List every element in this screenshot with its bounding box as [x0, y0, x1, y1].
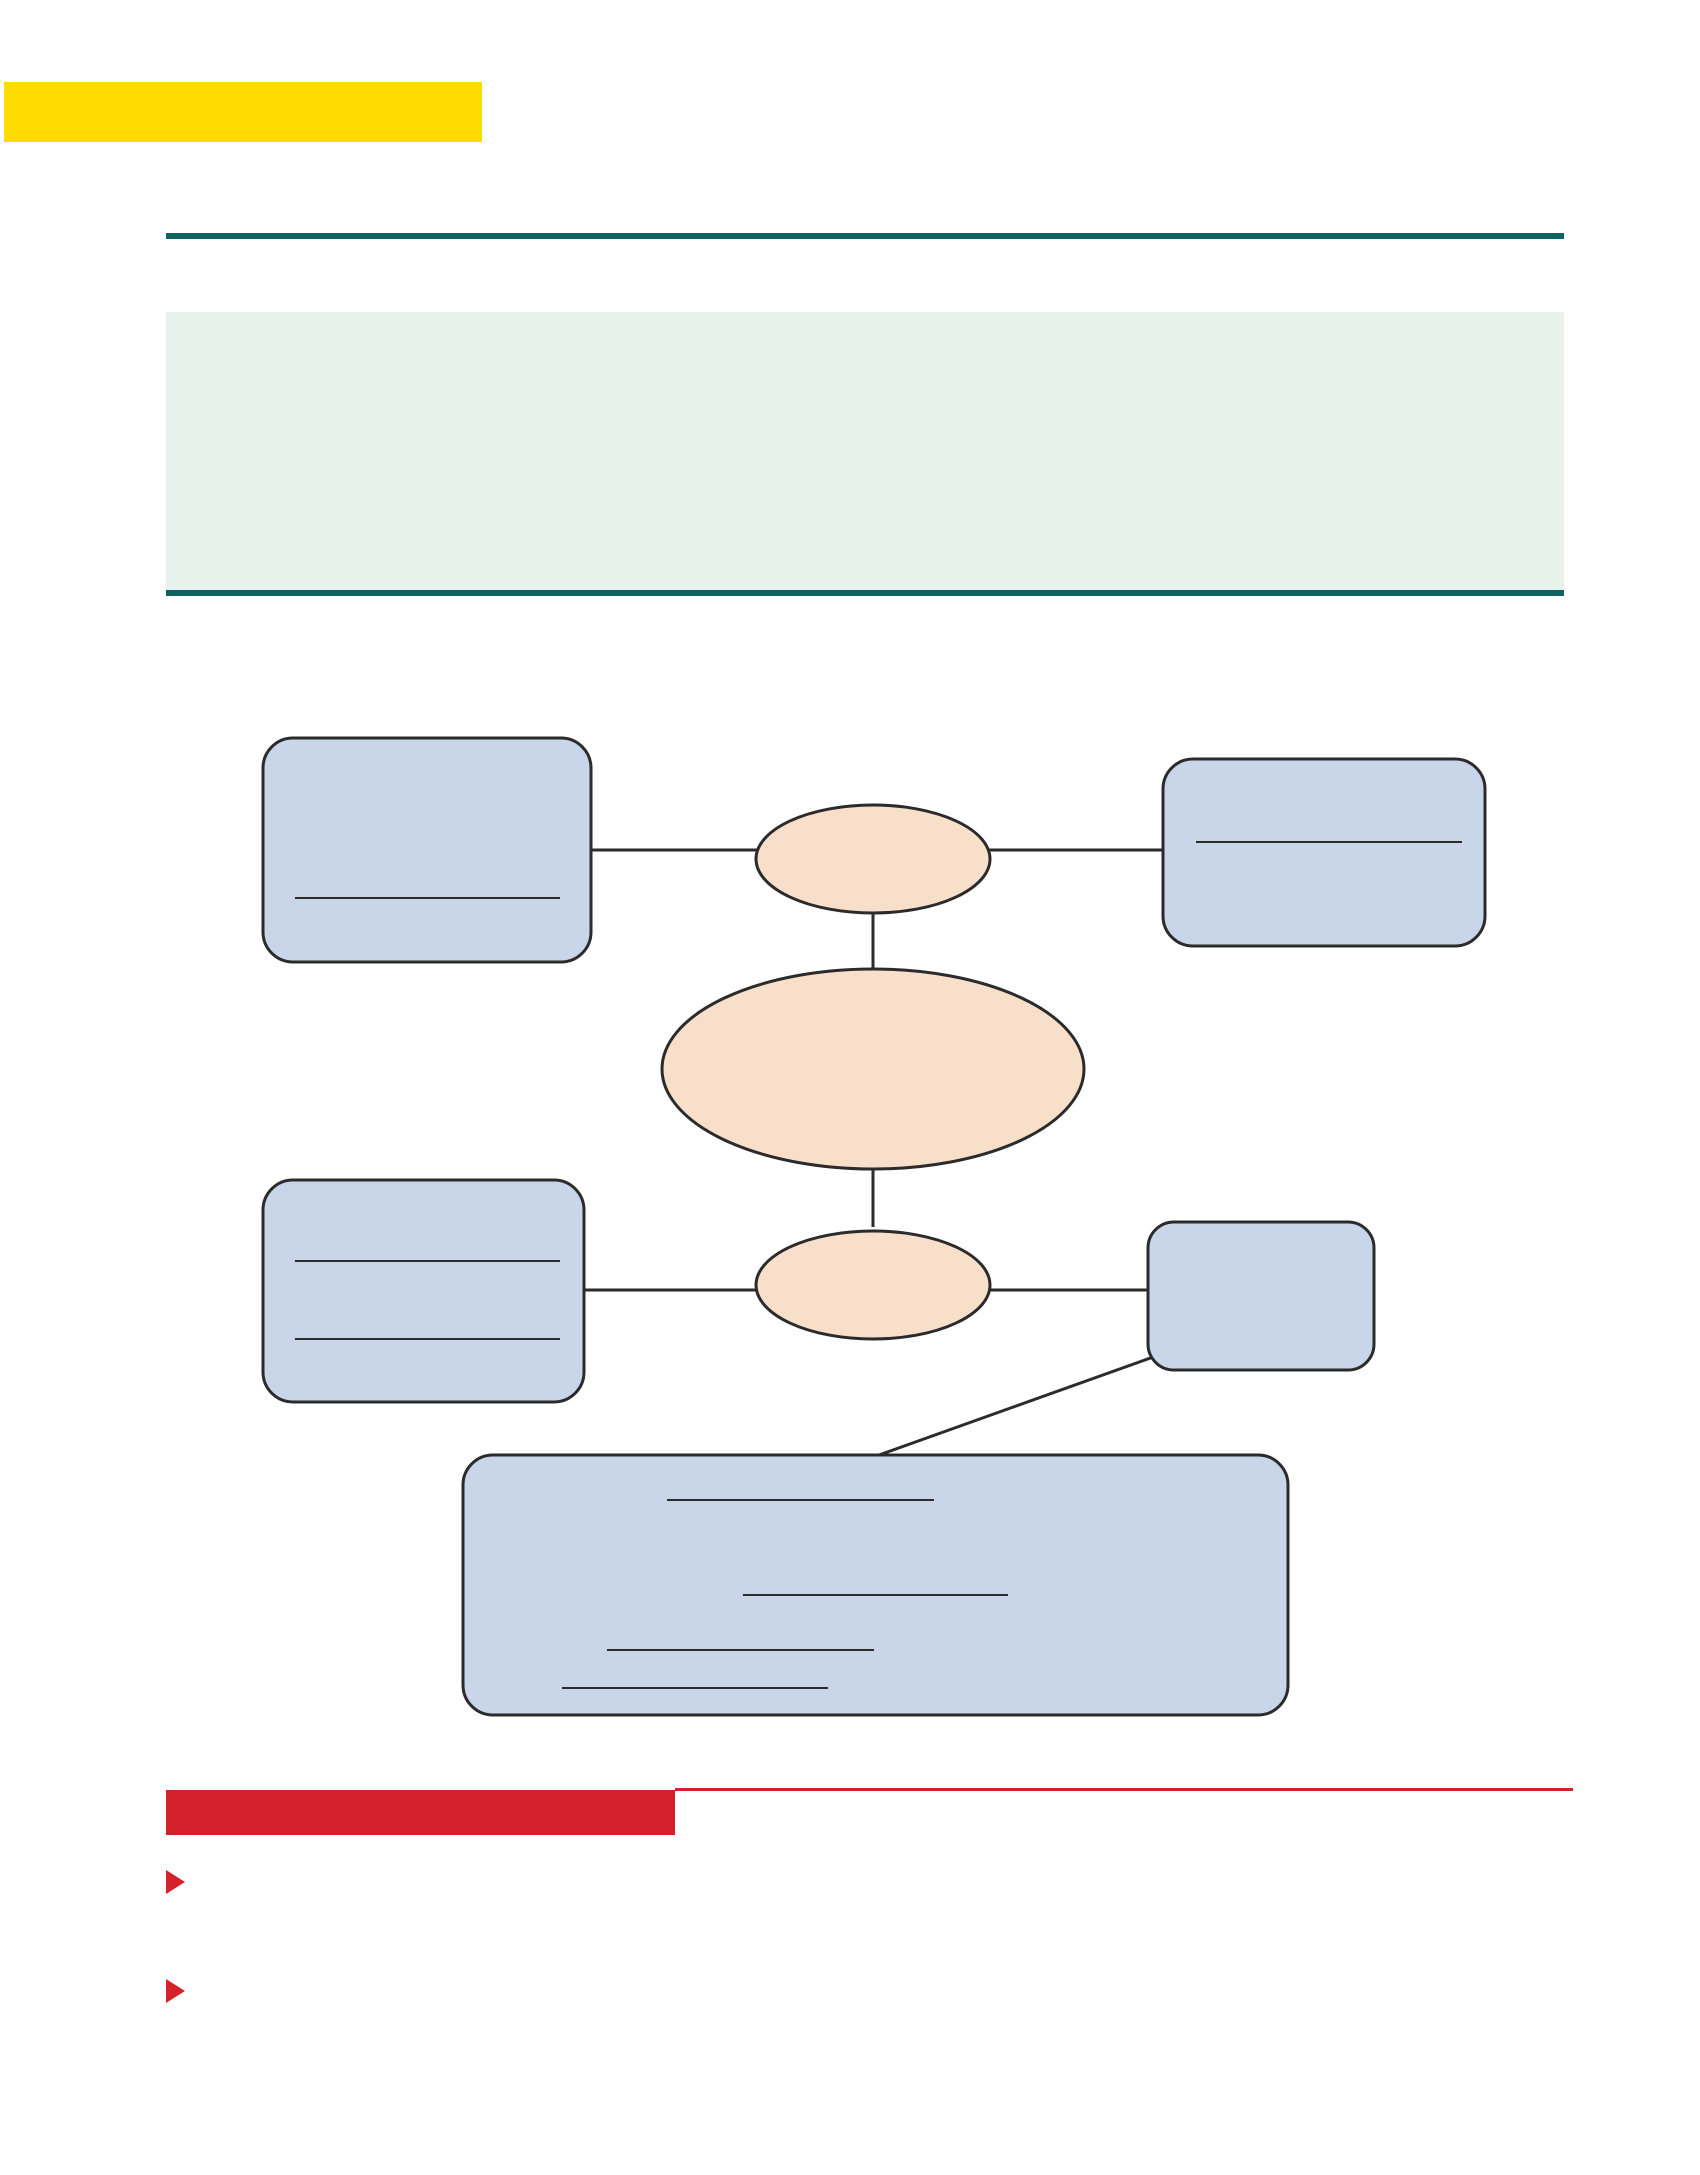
bottom-left-box [261, 1178, 586, 1404]
bottom-right-box [1146, 1220, 1376, 1372]
top-rule [166, 233, 1564, 239]
bottom-rule [166, 590, 1564, 596]
section-heading-bar [166, 1790, 675, 1835]
upper-small-oval [754, 803, 992, 915]
center-oval [660, 967, 1086, 1171]
lower-small-oval [754, 1229, 992, 1341]
section-heading-rule [675, 1788, 1573, 1791]
connector-diagonal [878, 1354, 1157, 1457]
triangle-bullet-icon [166, 1870, 185, 1894]
connectors [584, 848, 1163, 1457]
top-right-box [1161, 757, 1487, 948]
bottom-wide-box [461, 1453, 1290, 1717]
triangle-bullet-icon [166, 1979, 185, 2003]
top-left-box [261, 736, 593, 964]
header-tab [4, 82, 482, 142]
instruction-panel [166, 312, 1564, 590]
